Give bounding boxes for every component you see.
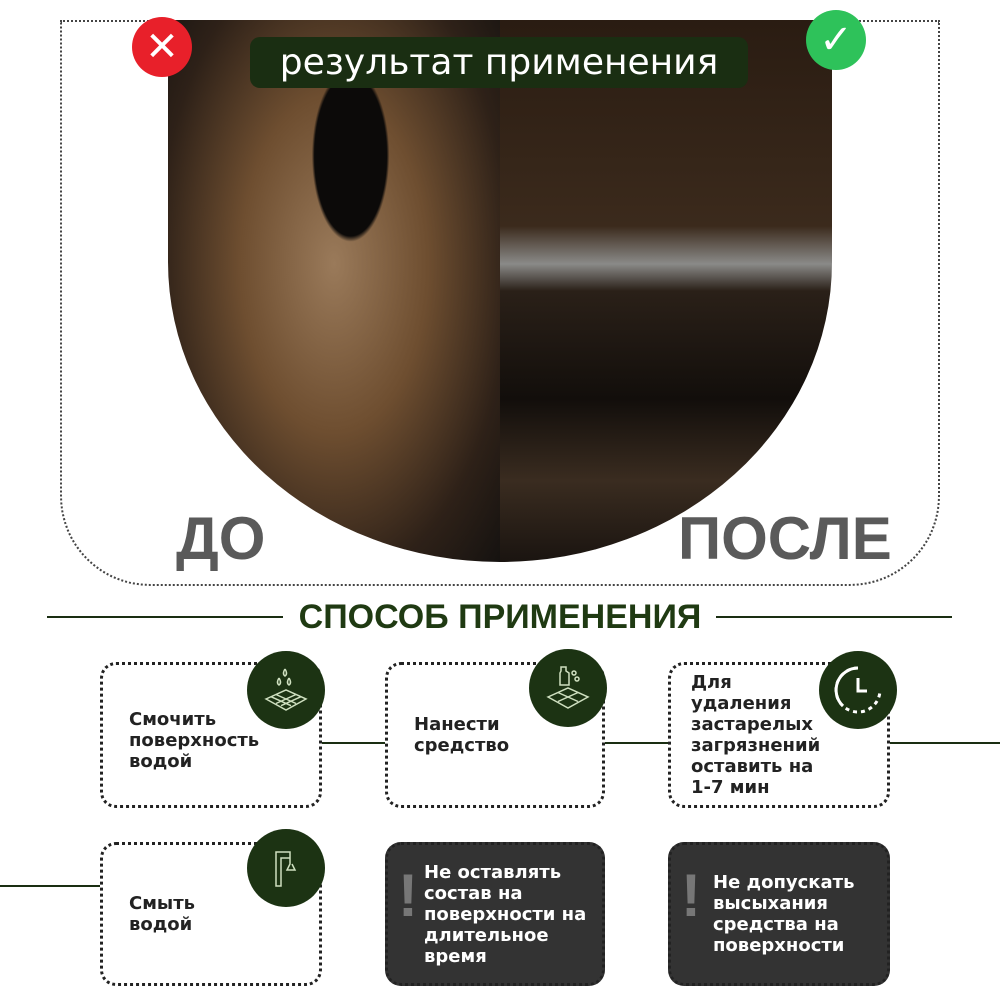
water-drops-tile-icon — [247, 651, 325, 729]
warning-card-1: ! Не оставлять состав на поверхности на … — [385, 842, 605, 986]
connector — [322, 742, 386, 744]
warning-icon: ! — [681, 862, 701, 929]
step-text: Для удаления застарелых загрязнений оста… — [691, 672, 821, 798]
cross-icon: ✕ — [132, 17, 192, 77]
faucet-icon — [247, 829, 325, 907]
before-label: ДО — [176, 505, 266, 572]
step-text: Нанести средство — [414, 714, 510, 756]
connector — [605, 742, 669, 744]
divider-left — [47, 616, 283, 618]
warning-text: Не допускать высыхания средства на повер… — [713, 872, 855, 956]
step-text: Смочить поверхность водой — [129, 708, 260, 772]
check-icon: ✓ — [806, 10, 866, 70]
clock-icon — [819, 651, 897, 729]
spray-bottle-tile-icon — [529, 649, 607, 727]
step-text: Смыть водой — [129, 893, 196, 935]
warning-icon: ! — [398, 862, 418, 929]
connector — [890, 742, 1000, 744]
warning-card-2: ! Не допускать высыхания средства на пов… — [668, 842, 890, 986]
section-title: СПОСОБ ПРИМЕНЕНИЯ — [298, 598, 702, 636]
warning-text: Не оставлять состав на поверхности на дл… — [424, 861, 587, 967]
after-label: ПОСЛЕ — [678, 505, 892, 572]
result-title: результат применения — [250, 37, 748, 88]
divider-right — [716, 616, 952, 618]
step-card-4: Смыть водой — [100, 842, 322, 986]
connector — [0, 885, 101, 887]
